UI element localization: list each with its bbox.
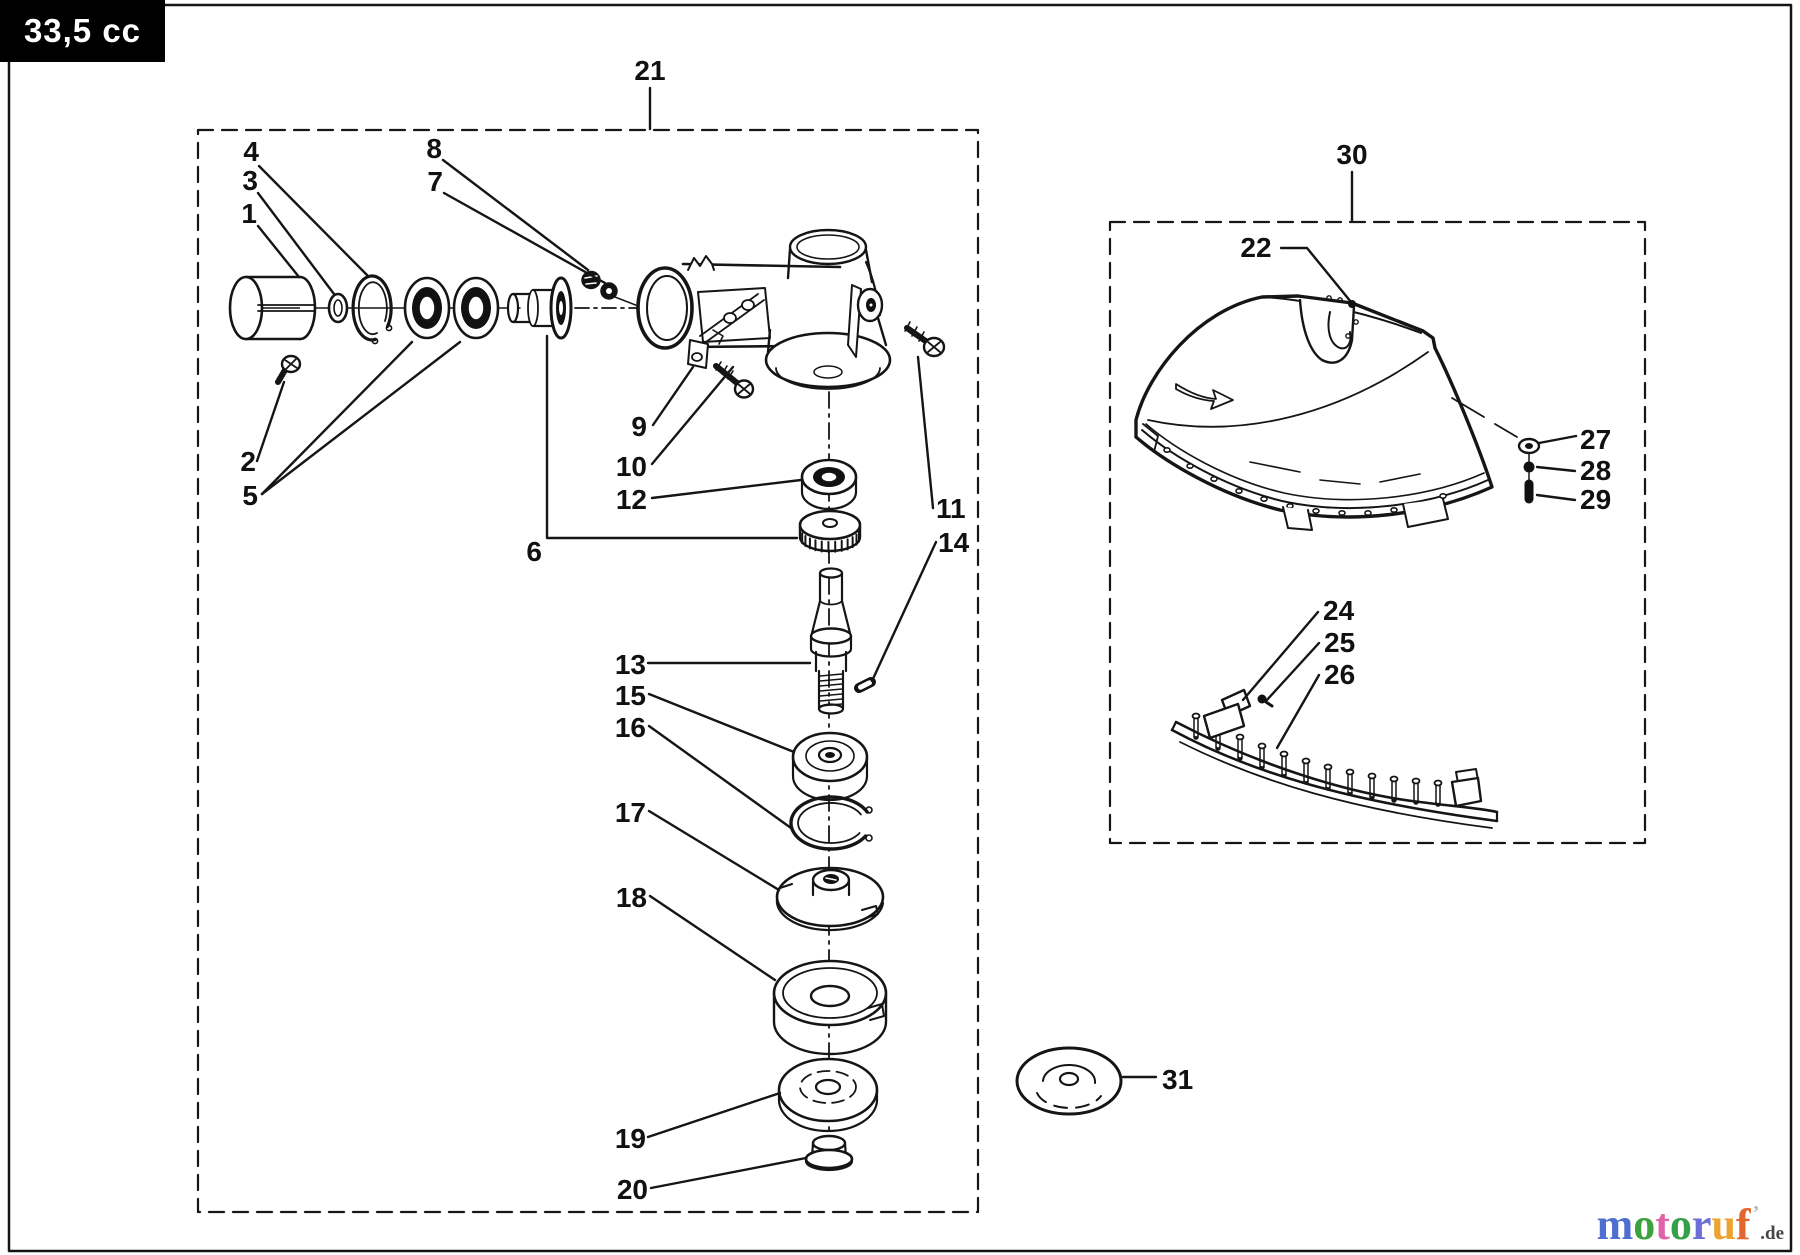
logo-letter: t	[1655, 1200, 1670, 1249]
callout-27: 27	[1580, 424, 1611, 455]
callout-22: 22	[1240, 232, 1271, 263]
callout-10: 10	[616, 451, 647, 482]
part-31-disc	[1015, 1046, 1158, 1116]
callout-21: 21	[634, 55, 665, 86]
part-4-circlip	[351, 274, 393, 345]
leader-lines-right	[1241, 246, 1356, 750]
callout-15: 15	[615, 680, 646, 711]
callout-31: 31	[1162, 1064, 1193, 1095]
page-border	[7, 3, 1793, 1253]
leader-thin	[614, 296, 639, 307]
guard-shield	[1134, 294, 1494, 531]
part-5-bearings	[403, 276, 500, 340]
callout-2: 2	[240, 446, 256, 477]
logo-letter: o	[1669, 1200, 1692, 1249]
part-2-screw	[275, 354, 302, 385]
callout-8: 8	[426, 133, 442, 164]
logo-tick: ’	[1752, 1202, 1760, 1224]
part-15-bearing	[791, 731, 869, 802]
part-6-bevel-gear	[798, 509, 862, 553]
part-7-washer	[600, 282, 618, 300]
part-18-cup	[772, 959, 888, 1056]
logo-letter: r	[1691, 1200, 1712, 1249]
logo-letter: u	[1711, 1200, 1736, 1249]
callout-14: 14	[938, 527, 970, 558]
part-12-bearing	[800, 458, 858, 511]
callout-11: 11	[936, 493, 966, 524]
callout-26: 26	[1324, 659, 1355, 690]
part-14-pin	[854, 677, 876, 693]
part-3-ring	[327, 292, 349, 324]
guard-mount-hardware	[1451, 397, 1578, 504]
gearhead-assembly-box	[196, 128, 980, 1214]
part-20-nut	[804, 1134, 854, 1172]
part-1-cup	[228, 275, 317, 341]
callout-1: 1	[241, 198, 257, 229]
callout-17: 17	[615, 797, 646, 828]
part-16-circlip	[789, 795, 873, 851]
callout-labels: 21 30 4 3 1 8 7 2 5 9 10 12 6 11 14 13 1…	[240, 55, 1611, 1205]
part-13-shaft	[809, 567, 853, 715]
callout-9: 9	[631, 411, 647, 442]
part-17-holder	[775, 866, 885, 932]
part-11-screw	[904, 321, 946, 358]
callout-28: 28	[1580, 455, 1611, 486]
leader-lines-left	[255, 158, 938, 1190]
displacement-badge-label: 33,5 cc	[23, 12, 142, 49]
callout-13: 13	[615, 649, 646, 680]
guard-assembly-box	[1108, 220, 1647, 845]
callout-3: 3	[242, 165, 258, 196]
part-19-washer	[777, 1057, 879, 1133]
callout-20: 20	[617, 1174, 648, 1205]
logo-letter: f	[1735, 1200, 1751, 1249]
callout-18: 18	[616, 882, 647, 913]
limiter-blade-strip	[1170, 688, 1499, 829]
callout-12: 12	[616, 484, 647, 515]
displacement-badge: 33,5 cc	[0, 0, 165, 62]
callout-16: 16	[615, 712, 646, 743]
gearbox-housing	[636, 228, 892, 390]
logo-letter: o	[1633, 1200, 1656, 1249]
callout-4: 4	[243, 136, 259, 167]
callout-29: 29	[1580, 484, 1611, 515]
part-28-nut	[1523, 461, 1535, 473]
callout-24: 24	[1323, 595, 1355, 626]
part-6-shaft-collar	[506, 276, 573, 340]
callout-7: 7	[427, 166, 443, 197]
part-25-screw	[1257, 694, 1267, 704]
part-8-nut	[581, 270, 601, 290]
callout-6: 6	[526, 536, 542, 567]
callout-25: 25	[1324, 627, 1355, 658]
callout-5: 5	[242, 480, 258, 511]
logo-letter: m	[1596, 1200, 1634, 1249]
callout-19: 19	[615, 1123, 646, 1154]
callout-30: 30	[1336, 139, 1367, 170]
logo-suffix: .de	[1760, 1223, 1784, 1244]
